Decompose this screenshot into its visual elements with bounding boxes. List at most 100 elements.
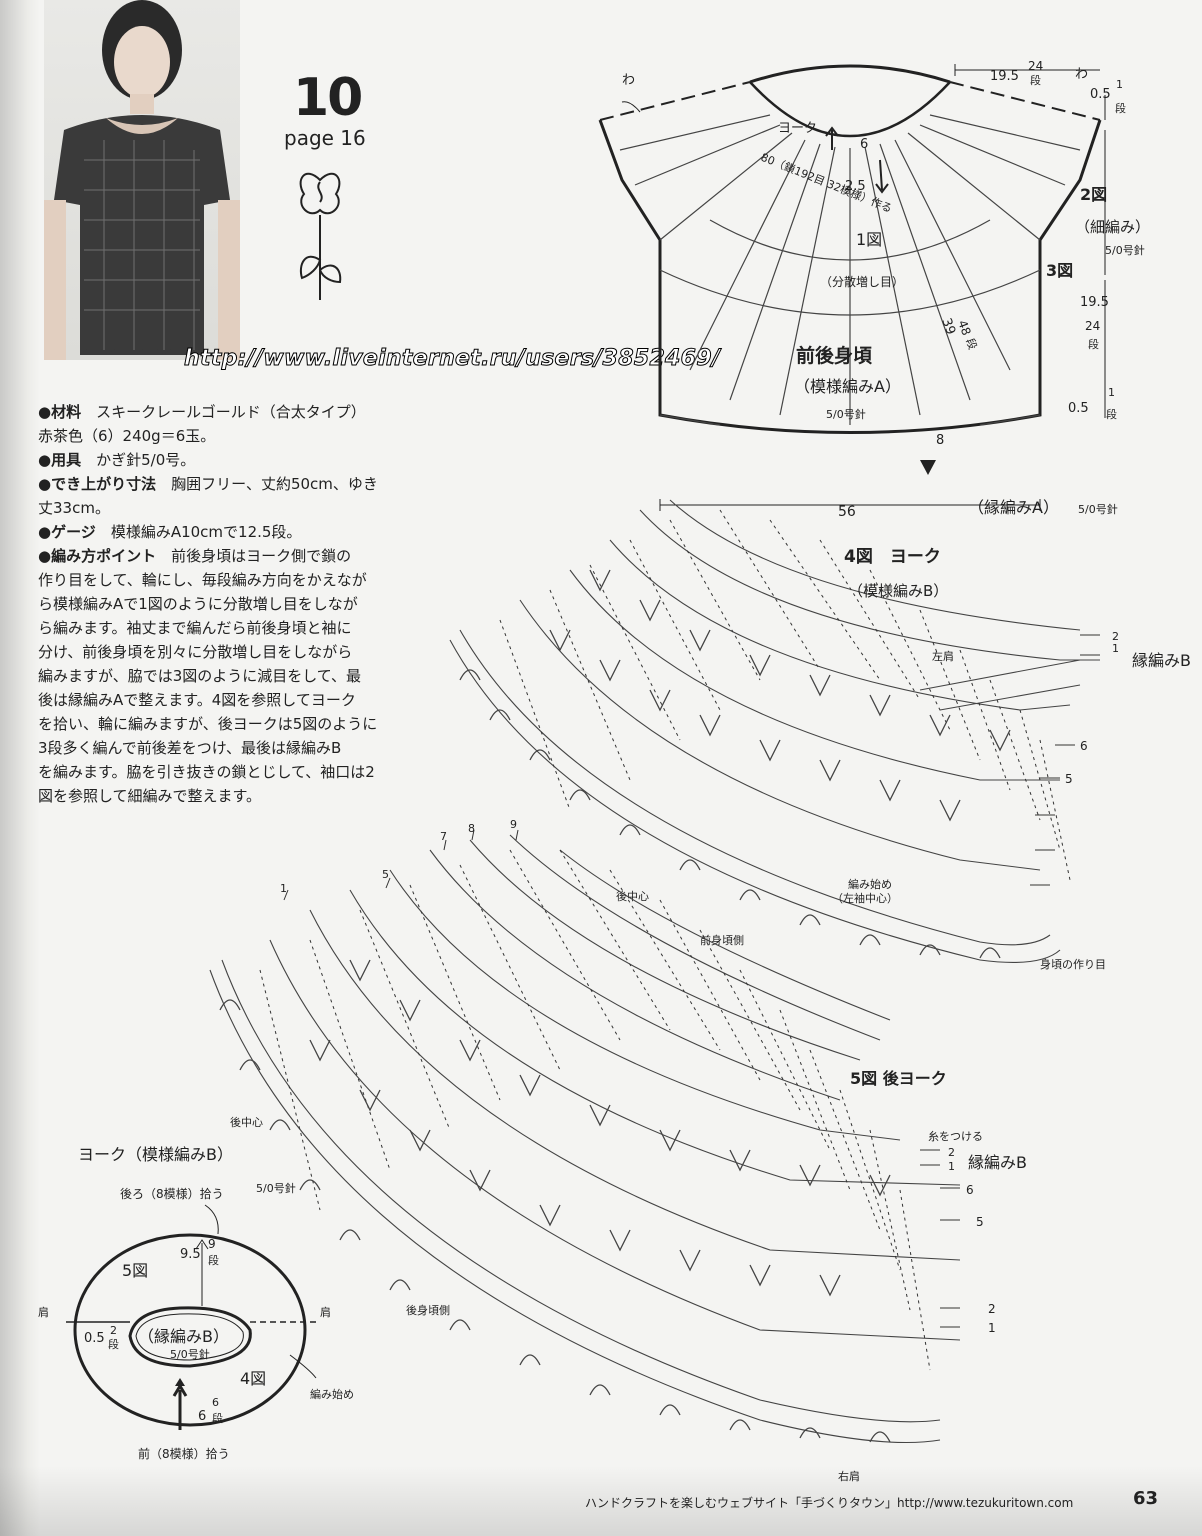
spec-tools: ●用具 かぎ針5/0号。 — [38, 448, 418, 472]
spec-points-line: を拾い、輪に編みますが、後ヨークは5図のように — [38, 715, 378, 733]
start-label: 編み始め — [310, 1387, 354, 1401]
spec-material-color: 赤茶色（6）240g＝6玉。 — [38, 427, 216, 445]
watermark-url: http://www.liveinternet.ru/users/3852469… — [183, 346, 721, 372]
fig5-row-9-top: 9 — [510, 818, 517, 831]
fig5-row-1b: 1 — [988, 1321, 996, 1335]
fig4-start: 編み始め — [848, 877, 892, 891]
spec-block: ●材料 スキークレールゴールド（合太タイプ） 赤茶色（6）240g＝6玉。 ●用… — [38, 400, 418, 808]
hem-eight: 8 — [936, 433, 944, 448]
body-width: 56 — [838, 504, 856, 520]
fig5-edge-b: 縁編みB — [968, 1153, 1027, 1172]
fig4-back-center: 後中心 — [616, 889, 649, 903]
shoulder-edge-rows: 1 — [1116, 78, 1123, 91]
spec-points: ●編み方ポイント 前後身頃はヨーク側で鎖の — [38, 544, 418, 568]
fig4-ref: 4図 — [240, 1369, 266, 1388]
neck-edge-b: （縁編みB） — [138, 1327, 229, 1346]
hem-edge-rows-unit: 段 — [1106, 407, 1117, 421]
wa-left-label: わ — [622, 73, 635, 88]
fig5-row-5-top: 5 — [382, 868, 389, 881]
yoke-offset: 2.5 — [845, 179, 866, 194]
fig4-row-1: 1 — [1112, 642, 1119, 655]
yoke-schematic-title: ヨーク（模様編みB） — [78, 1145, 233, 1164]
spec-points-line: 図を参照して細編みで整えます。 — [38, 787, 262, 805]
fig1-label: 1図 — [856, 230, 882, 249]
yoke-schematic: ヨーク（模様編みB） 後ろ（8模様）拾う 5/0号針 5図 9.5 9 段 肩 … — [38, 1145, 354, 1461]
fig2-sub: （細編み） — [1075, 218, 1150, 236]
fig5-attach: 糸をつける — [928, 1130, 983, 1143]
front-depth-rows-unit: 段 — [212, 1411, 223, 1425]
side-length: 19.5 — [1080, 295, 1109, 310]
fig5-row-6: 6 — [966, 1183, 974, 1197]
fig4-row-5: 5 — [1065, 772, 1073, 786]
front-depth-rows: 6 — [212, 1396, 219, 1409]
side-rows-unit: 段 — [1088, 337, 1099, 351]
fig5-back-side: 後身頃側 — [406, 1303, 450, 1317]
left-shoulder-label: 左肩 — [932, 649, 954, 663]
side-rows: 24 — [1085, 319, 1100, 333]
page-bottom-shadow — [0, 1466, 1202, 1536]
book-spine-shadow — [0, 0, 40, 1536]
spec-points-line: 後は縁編みAで整えます。4図を参照してヨーク — [38, 691, 356, 709]
fig4-title: 4図 ヨーク — [844, 547, 941, 567]
spec-tools-value: かぎ針5/0号。 — [96, 451, 196, 469]
fig5-row-1: 1 — [948, 1160, 955, 1173]
hem-edge: 0.5 — [1068, 401, 1089, 416]
fig4-row-2: 2 — [1112, 630, 1119, 643]
fig3-label: 3図 — [1046, 261, 1073, 280]
hem-edge-rows: 1 — [1108, 386, 1115, 399]
fig5-title: 5図 後ヨーク — [850, 1069, 947, 1088]
spec-size-value-1: 胸囲フリー、丈約50cm、ゆき — [171, 475, 378, 493]
fig5-row-7-top: 7 — [440, 830, 447, 843]
spec-points-line: 3段多く編んで前後差をつけ、最後は縁編みB — [38, 739, 342, 757]
spec-tools-label: ●用具 — [38, 451, 82, 469]
shoulder-edge-rows-unit: 段 — [1115, 101, 1126, 115]
spec-material: ●材料 スキークレールゴールド（合太タイプ） — [38, 400, 418, 424]
body-schematic: わ わ ヨーク 6 2.5 80（鎖192目 32模様）作る 1図 （分散増し目… — [598, 59, 1150, 520]
fig5-row-1-top: 1 — [280, 882, 287, 895]
spec-size: ●でき上がり寸法 胸囲フリー、丈約50cm、ゆき — [38, 472, 418, 496]
spec-points-line: 編みますが、脇では3図のように減目をして、最 — [38, 667, 362, 685]
body-needle: 5/0号針 — [826, 407, 866, 421]
neck-edge-rows-unit: 段 — [108, 1337, 119, 1351]
yoke-depth-rows-unit: 段 — [208, 1253, 219, 1267]
yoke-label: ヨーク — [778, 121, 817, 136]
fig4-start-sub: （左袖中心） — [832, 891, 898, 905]
pattern-number: 10 — [293, 68, 363, 128]
spec-points-line: ら模様編みAで1図のように分散増し目をしなが — [38, 595, 358, 613]
back-pick-needle: 5/0号針 — [256, 1181, 296, 1195]
spec-points-line: を編みます。脇を引き抜きの鎖とじして、袖口は2 — [38, 763, 375, 781]
shoulder-left-label: 肩 — [38, 1305, 49, 1319]
body-rows-unit: 段 — [963, 336, 980, 351]
fig5-right-shoulder: 右肩 — [838, 1469, 860, 1483]
body-title: 前後身頃 — [796, 344, 873, 367]
page-reference: page 16 — [284, 126, 366, 150]
start-chain-note: 80（鎖192目 32模様）作る — [759, 150, 895, 216]
front-pick-label: 前（8模様）拾う — [138, 1446, 230, 1461]
spec-points-line: 作り目をして、輪にし、毎段編み方向をかえなが — [38, 571, 367, 589]
spec-points-line: 前後身頃はヨーク側で鎖の — [171, 547, 352, 565]
fig4-row-6: 6 — [1080, 739, 1088, 753]
neck-edge-width: 0.5 — [84, 1331, 105, 1346]
footer-site-text: ハンドクラフトを楽しむウェブサイト「手づくりタウン」http://www.tez… — [585, 1496, 1074, 1510]
spec-size-value-2: 丈33cm。 — [38, 499, 110, 517]
spec-gauge-value: 模様編みA10cmで12.5段。 — [110, 523, 302, 541]
back-pick-label: 後ろ（8模様）拾う — [120, 1186, 224, 1201]
spec-material-value: スキークレールゴールド（合太タイプ） — [96, 403, 366, 421]
shoulder-edge: 0.5 — [1090, 87, 1111, 102]
fig5-row-5: 5 — [976, 1215, 984, 1229]
spec-material-label: ●材料 — [38, 403, 82, 421]
edge-a-label: （縁編みA） — [968, 498, 1059, 517]
fig2-label: 2図 — [1080, 185, 1107, 204]
neck-edge-rows: 2 — [110, 1324, 117, 1337]
fig5-row-2: 2 — [948, 1146, 955, 1159]
neck-edge-needle: 5/0号針 — [170, 1347, 210, 1361]
yoke-depth: 6 — [860, 137, 868, 152]
distributed-increase: （分散増し目） — [820, 274, 904, 289]
fig5-row-8-top: 8 — [468, 822, 475, 835]
front-depth: 6 — [198, 1409, 206, 1424]
yoke-depth: 9.5 — [180, 1247, 201, 1262]
spec-gauge: ●ゲージ 模様編みA10cmで12.5段。 — [38, 520, 418, 544]
body-length: 39 — [938, 316, 958, 337]
spec-size-label: ●でき上がり寸法 — [38, 475, 157, 493]
model-illustration — [44, 0, 240, 360]
